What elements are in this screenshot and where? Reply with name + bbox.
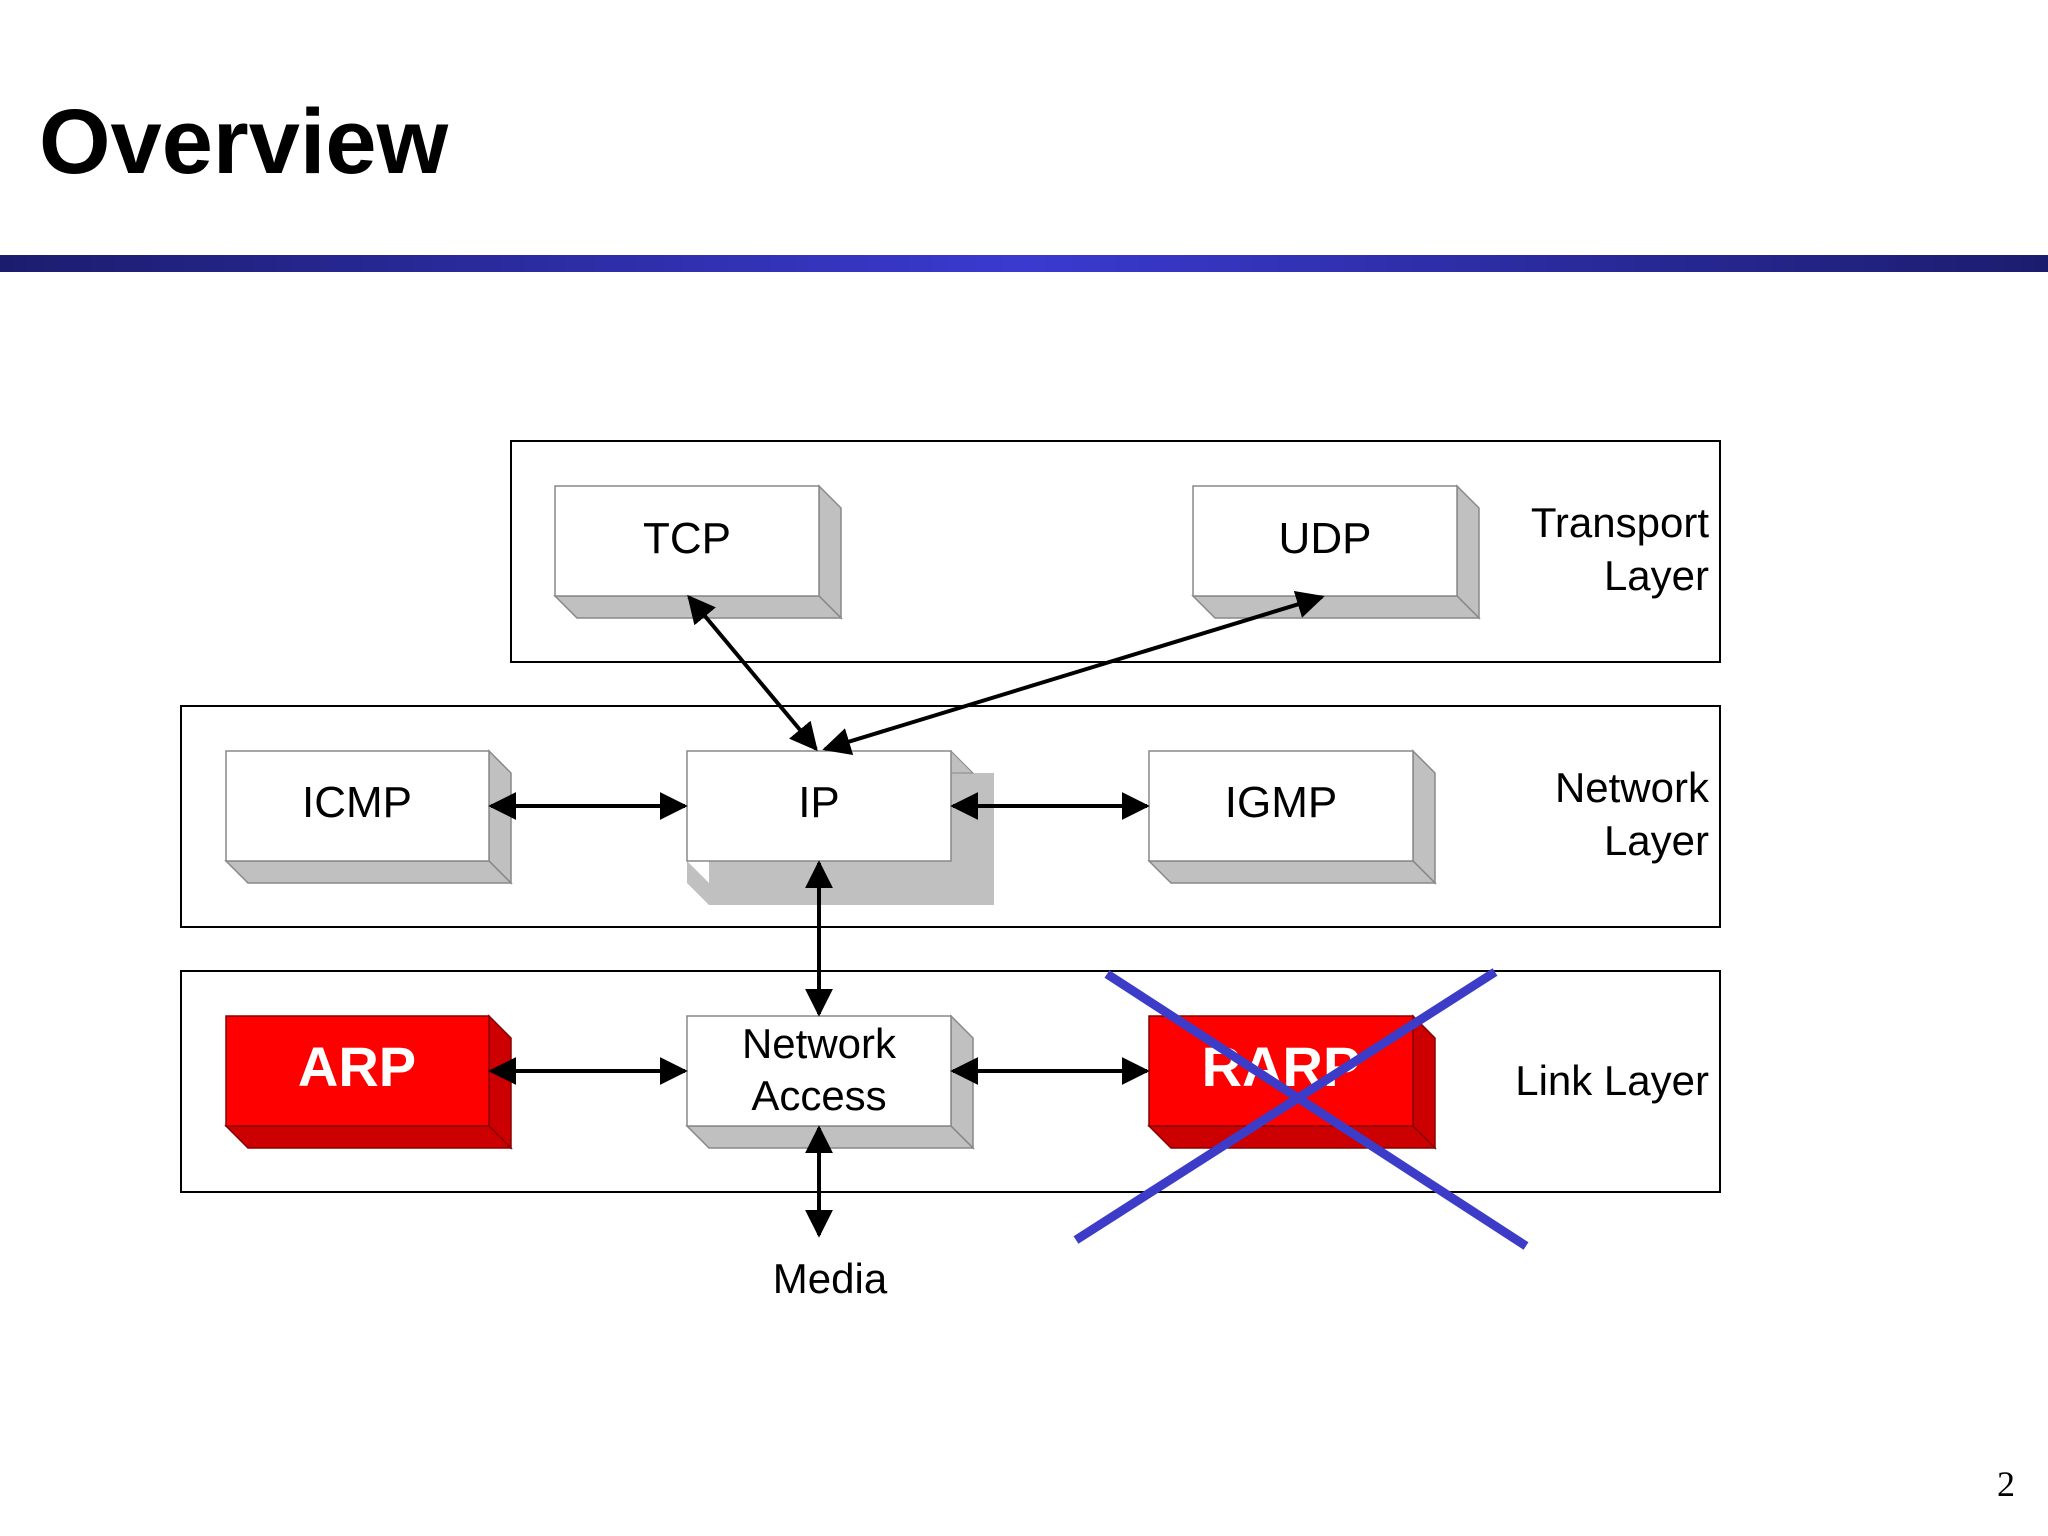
media-label: Media <box>773 1255 888 1302</box>
arrow-udp-ip <box>822 590 1325 756</box>
arp-label: ARP <box>298 1035 416 1098</box>
link-layer-label: Link Layer <box>1515 1057 1709 1104</box>
ip-box: IP <box>686 749 994 905</box>
ip-label: IP <box>798 778 840 827</box>
arp-box: ARP <box>224 1014 513 1150</box>
network-access-label-2: Access <box>751 1072 886 1119</box>
page-title: Overview <box>39 91 449 193</box>
udp-box: UDP <box>1191 484 1481 620</box>
igmp-label: IGMP <box>1225 778 1337 827</box>
network-access-label: Network <box>742 1020 897 1067</box>
icmp-label: ICMP <box>302 778 412 827</box>
igmp-box: IGMP <box>1147 749 1437 885</box>
network-layer-label-2: Layer <box>1604 817 1709 864</box>
title-divider <box>0 255 2048 272</box>
link-layer-frame <box>180 970 1721 1193</box>
tcp-label: TCP <box>643 514 731 563</box>
page-number: 2 <box>1997 1464 2015 1504</box>
tcp-box: TCP <box>553 484 843 620</box>
icmp-box: ICMP <box>224 749 513 885</box>
arrow-tcp-ip <box>687 594 818 752</box>
network-access-box: Network Access <box>685 1014 975 1150</box>
rarp-cross-out-mark <box>1073 968 1529 1250</box>
transport-layer-label: Transport <box>1531 499 1710 546</box>
network-layer-label: Network <box>1555 764 1710 811</box>
udp-label: UDP <box>1279 514 1372 563</box>
transport-layer-label-2: Layer <box>1604 552 1709 599</box>
